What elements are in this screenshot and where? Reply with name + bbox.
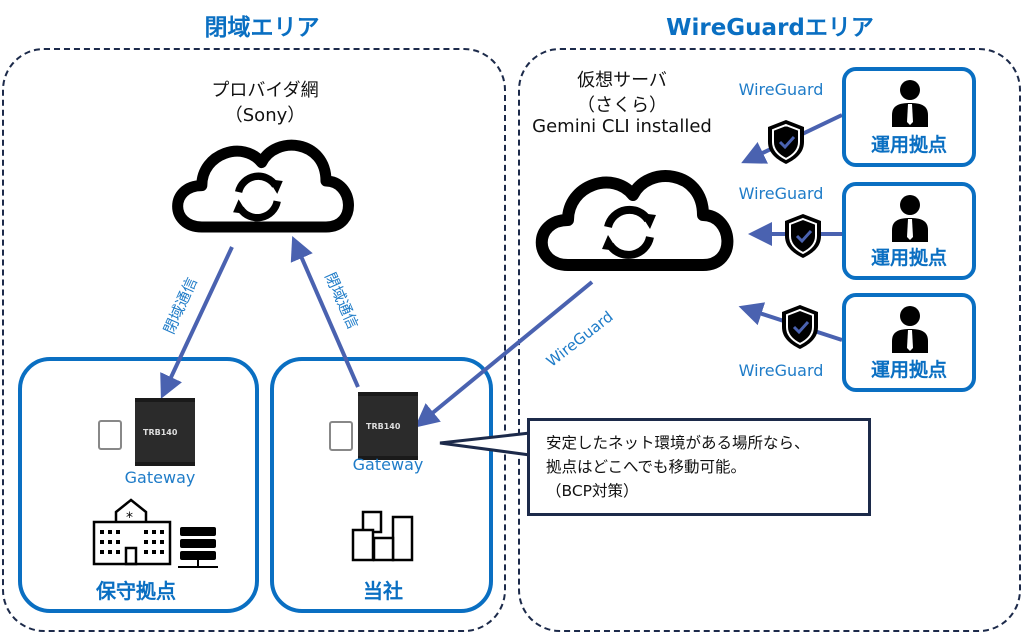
server-rack-icon — [178, 527, 218, 568]
company-gateway-label: Gateway — [352, 455, 424, 474]
shield-check-icon — [783, 212, 823, 260]
sim-card-icon — [329, 421, 353, 451]
operation-site-label: 運用拠点 — [870, 247, 947, 269]
bcp-callout: 安定したネット環境がある場所なら、 拠点はどこへでも移動可能。 （BCP対策） — [527, 418, 871, 516]
svg-text:*: * — [126, 510, 133, 526]
person-icon — [892, 195, 928, 242]
server-cloud-icon — [542, 176, 728, 265]
server-software: Gemini CLI installed — [532, 116, 712, 137]
company-site-box — [270, 357, 493, 613]
operation-site-label: 運用拠点 — [870, 134, 947, 156]
shield-check-icon — [766, 118, 806, 166]
person-icon — [892, 80, 928, 127]
maintenance-site-label: 保守拠点 — [96, 579, 176, 603]
maintenance-site-box — [18, 357, 259, 613]
closed-area-title: 閉域エリア — [204, 15, 320, 41]
router-device: TRB140 — [358, 392, 418, 460]
person-icon — [892, 306, 928, 353]
callout-line-2: 拠点はどこへでも移動可能。 — [546, 458, 746, 476]
wireguard-op1-label: WireGuard — [738, 80, 824, 99]
company-site-label: 当社 — [363, 579, 403, 603]
hospital-icon: * — [92, 498, 172, 566]
router-model: TRB140 — [143, 428, 178, 437]
closed-link-down-arrow — [160, 246, 234, 399]
provider-cloud-icon — [178, 145, 349, 227]
wireguard-gateway-arrow — [414, 280, 594, 428]
callout-pointer — [439, 431, 531, 457]
wireguard-op3-label: WireGuard — [738, 361, 824, 380]
office-buildings-icon — [351, 510, 414, 562]
shield-check-icon — [780, 303, 820, 351]
operation-site-label: 運用拠点 — [870, 359, 947, 381]
callout-line-3: （BCP対策） — [546, 482, 639, 500]
provider-name: プロバイダ網 — [211, 80, 319, 101]
closed-area — [2, 48, 506, 632]
callout-line-1: 安定したネット環境がある場所なら、 — [546, 434, 810, 452]
wireguard-op2-label: WireGuard — [738, 184, 824, 203]
provider-company: （Sony） — [224, 105, 306, 126]
router-model: TRB140 — [366, 422, 401, 431]
operation-site-1: 運用拠点 — [842, 67, 976, 167]
server-name: 仮想サーバ — [577, 70, 667, 91]
operation-site-2: 運用拠点 — [842, 182, 976, 280]
wireguard-area-title: WireGuardエリア — [666, 15, 874, 41]
operation-site-3: 運用拠点 — [842, 293, 976, 392]
closed-link-up-arrow — [290, 235, 360, 388]
router-device: TRB140 — [135, 398, 195, 466]
server-provider: （さくら） — [577, 95, 667, 116]
sim-card-icon — [98, 420, 122, 450]
maintenance-gateway-label: Gateway — [124, 468, 196, 487]
